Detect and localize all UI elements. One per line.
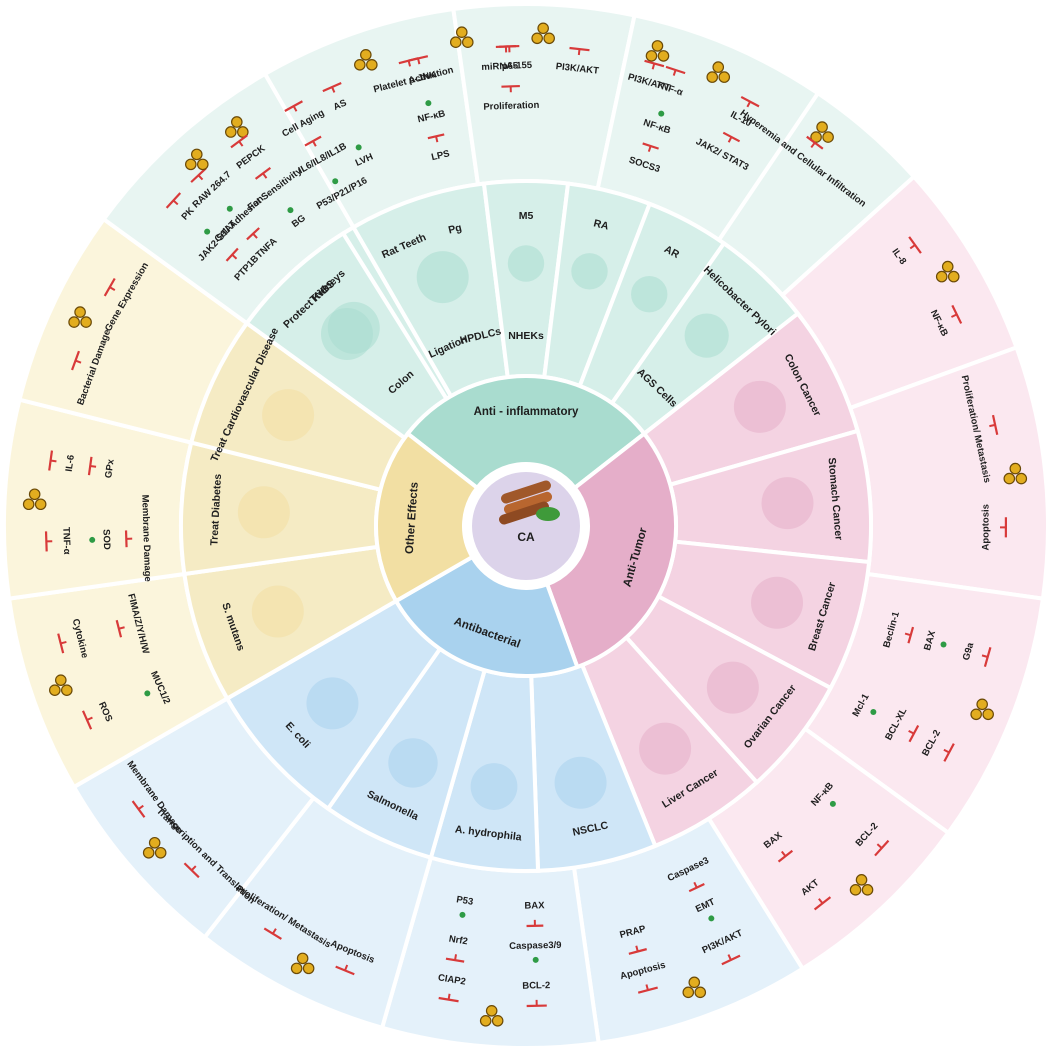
illustration-icon [508, 245, 544, 281]
illustration-icon [571, 253, 607, 289]
illustration-icon [685, 313, 729, 357]
illustration-icon [306, 677, 358, 729]
center-hub: CA [464, 464, 588, 588]
activate-icon [941, 641, 947, 647]
middle-label: NHEKs [508, 330, 544, 342]
outer-label: BCL-2 [522, 980, 550, 992]
center-label: CA [517, 530, 535, 544]
illustration-icon [734, 381, 786, 433]
activate-icon [830, 801, 836, 807]
activate-icon [708, 915, 714, 921]
illustration-icon [631, 276, 667, 312]
activate-icon [144, 690, 150, 696]
outer-label: Caspase3/9 [509, 940, 562, 952]
activate-icon [425, 100, 431, 106]
illustration-icon [762, 477, 814, 529]
illustration-icon [321, 308, 373, 360]
outer-label: TNF-α [60, 527, 72, 555]
illustration-icon [252, 585, 304, 637]
illustration-icon [751, 577, 803, 629]
outer-label: IL-6 [64, 454, 77, 472]
outer-label: Proliferation [483, 100, 539, 113]
illustration-icon [639, 723, 691, 775]
activate-icon [227, 206, 233, 212]
activate-icon [533, 957, 539, 963]
outer-label: miRNA-155 [481, 60, 533, 73]
activate-icon [287, 207, 293, 213]
activate-icon [89, 537, 95, 543]
activate-icon [658, 111, 664, 117]
illustration-icon [707, 662, 759, 714]
activate-icon [356, 144, 362, 150]
outer-label: Apoptosis [980, 504, 991, 550]
illustration-icon [262, 389, 314, 441]
illustration-icon [471, 763, 518, 810]
outer-label: SOD [100, 529, 112, 550]
outer-label: BAX [524, 900, 545, 911]
illustration-icon [417, 251, 469, 303]
illustration-icon [388, 738, 437, 787]
category-label: Anti - inflammatory [474, 406, 579, 418]
activate-icon [459, 912, 465, 918]
activate-icon [870, 709, 876, 715]
illustration-icon [555, 757, 607, 809]
middle-label: M5 [519, 210, 534, 222]
illustration-icon [238, 486, 290, 538]
activate-icon [332, 178, 338, 184]
activate-icon [204, 229, 210, 235]
